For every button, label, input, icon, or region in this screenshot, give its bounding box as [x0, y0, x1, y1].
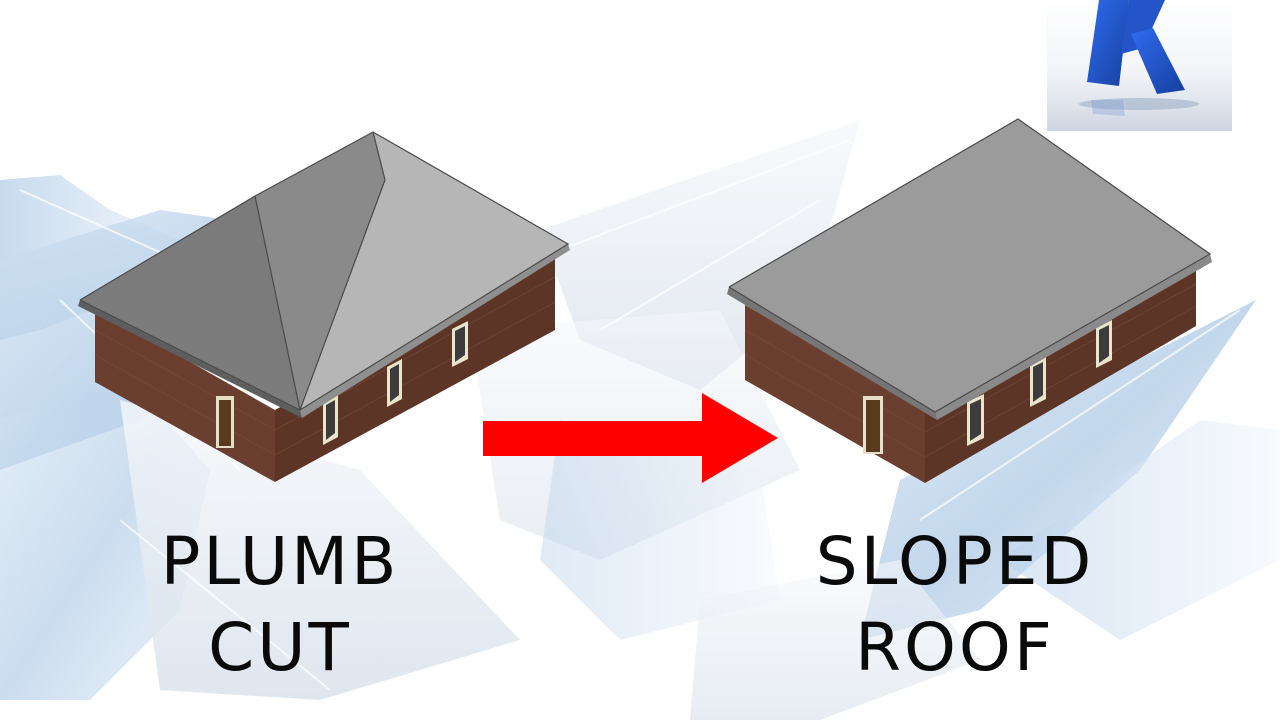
caption-line: SLOPED: [815, 523, 1095, 600]
sloped-roof-caption: SLOPED ROOF: [780, 519, 1130, 691]
plumb-cut-caption: PLUMB CUT: [130, 519, 430, 691]
revit-r-logo-icon: [1047, 0, 1232, 131]
caption-line: ROOF: [855, 609, 1055, 686]
caption-line: PLUMB: [160, 523, 400, 600]
caption-line: CUT: [208, 609, 352, 686]
